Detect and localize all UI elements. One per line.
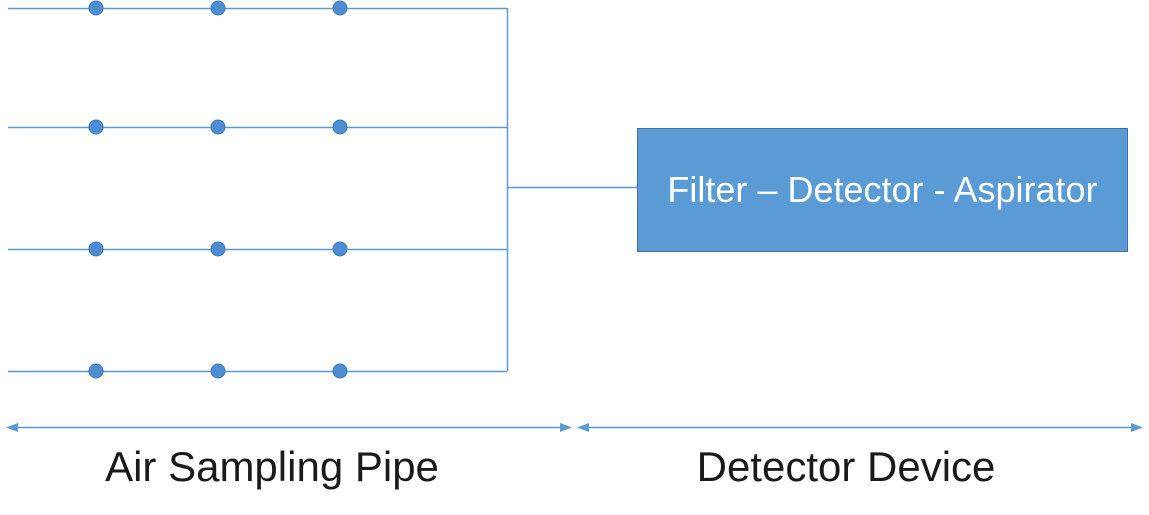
arrow-left-head — [6, 423, 18, 432]
detector-box: Filter – Detector - Aspirator — [637, 128, 1128, 252]
zone-label-detector-device: Detector Device — [696, 443, 996, 490]
arrow-right-head — [560, 423, 572, 432]
sampling-hole-dot — [88, 241, 104, 257]
sampling-hole-dot — [88, 119, 104, 135]
sampling-hole-dot — [332, 0, 348, 16]
sampling-hole-dot — [210, 363, 226, 379]
sampling-hole-dot — [332, 119, 348, 135]
sampling-hole-dot — [210, 0, 226, 16]
zone-label-air-sampling-pipe: Air Sampling Pipe — [105, 443, 439, 490]
sampling-hole-dot — [88, 363, 104, 379]
arrow-left-head — [577, 423, 589, 432]
detector-box-label: Filter – Detector - Aspirator — [667, 169, 1098, 210]
sampling-hole-dot — [88, 0, 104, 16]
sampling-hole-dot — [332, 241, 348, 257]
sampling-hole-dot — [210, 119, 226, 135]
detector-device-extent-arrow — [577, 423, 1143, 432]
sampling-hole-dot — [210, 241, 226, 257]
sampling-hole-dot — [332, 363, 348, 379]
arrow-right-head — [1131, 423, 1143, 432]
air-sampling-pipe-extent-arrow — [6, 423, 572, 432]
